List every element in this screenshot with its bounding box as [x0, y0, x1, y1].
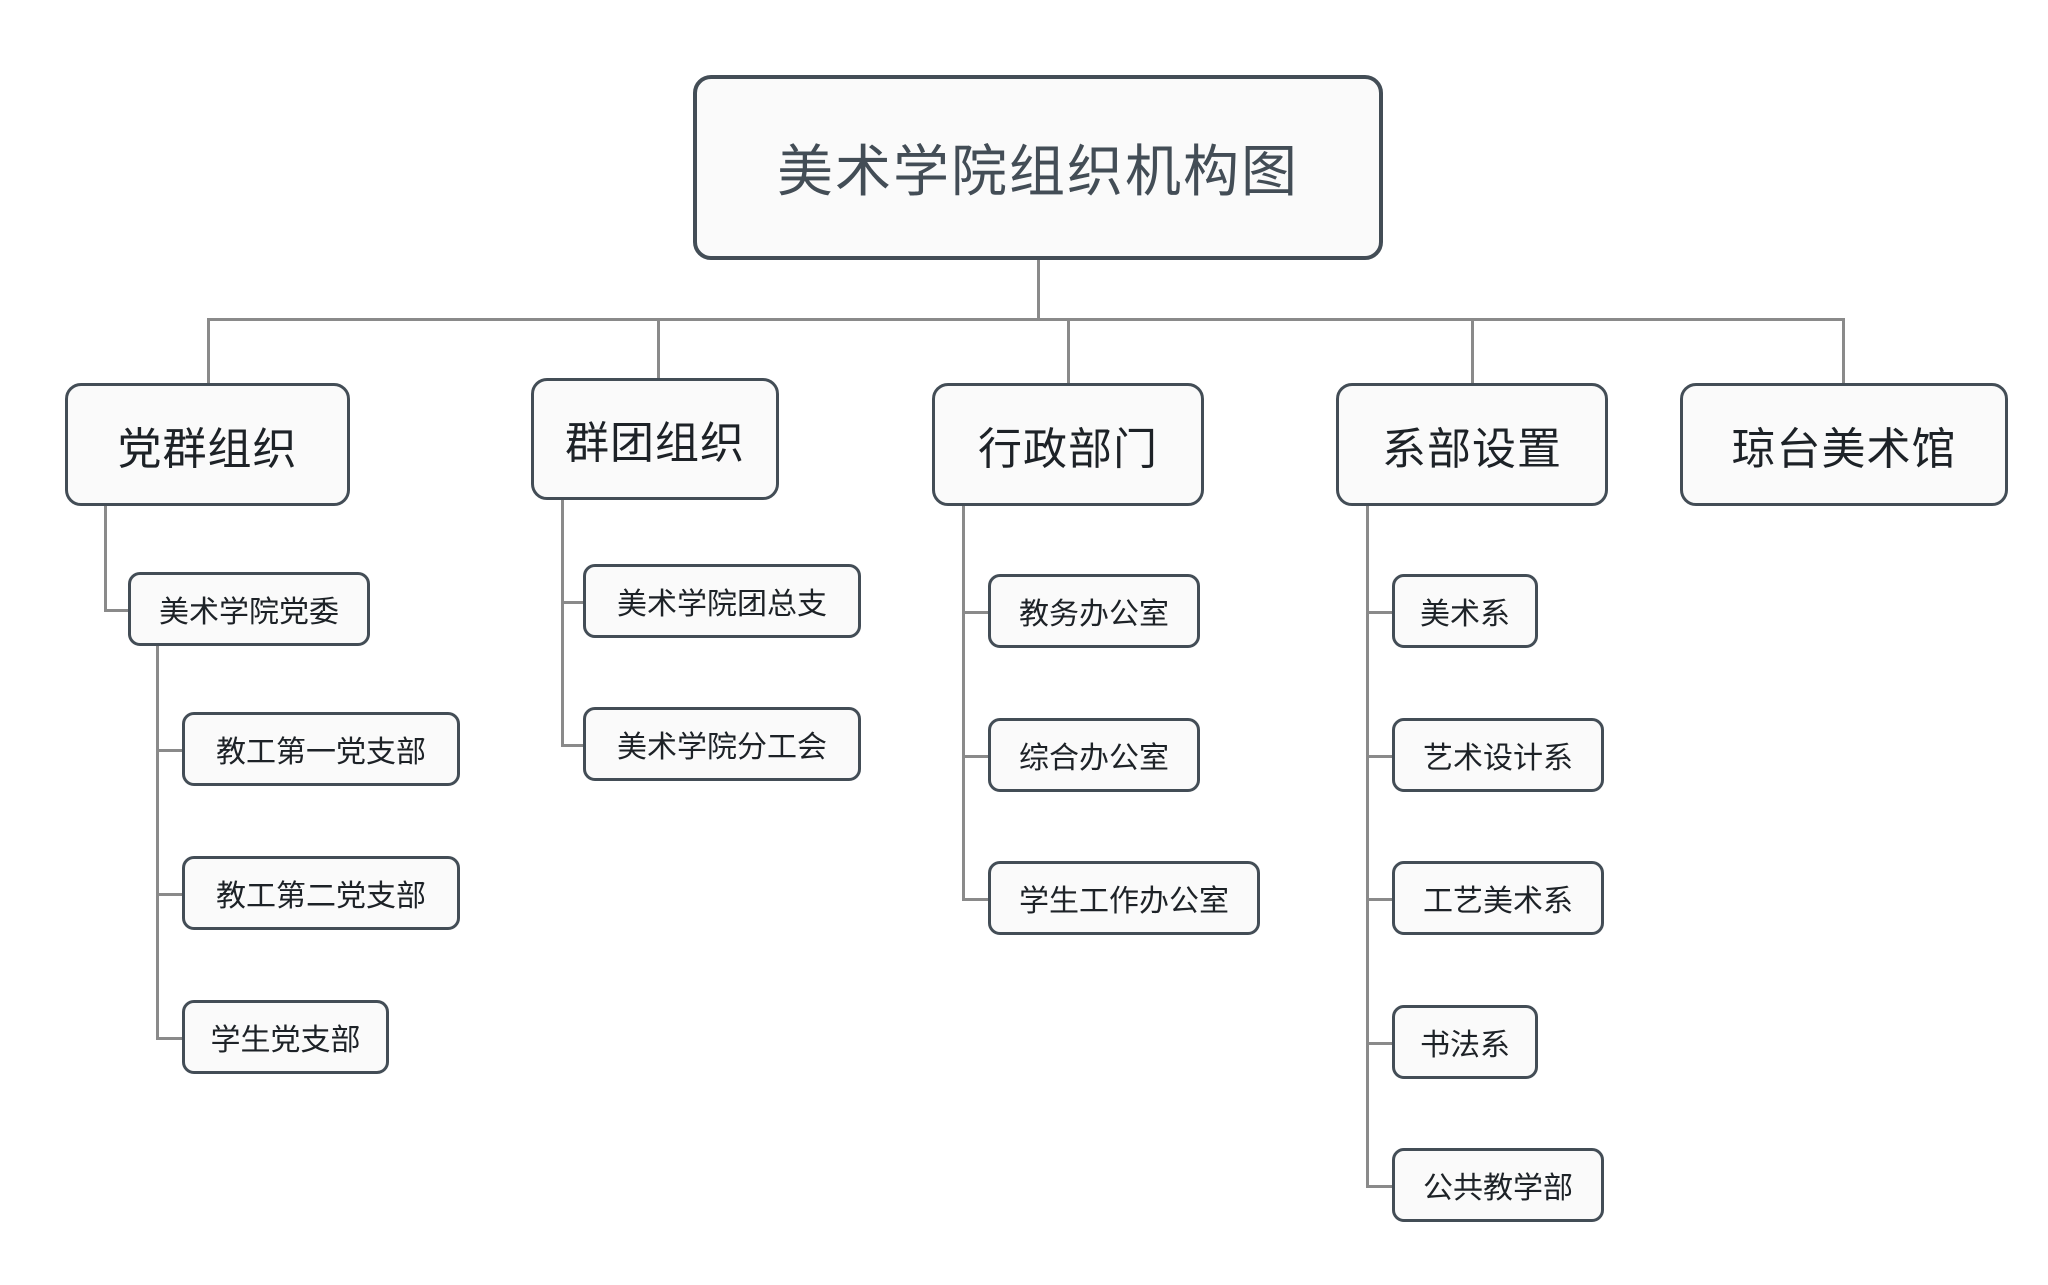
connector-b3-elbow-1	[962, 611, 990, 614]
node-branch-xibu[interactable]: 系部设置	[1336, 383, 1608, 506]
connector-b4-elbow-1	[1366, 611, 1394, 614]
connector-b1c-elbow-2	[156, 893, 184, 896]
node-meishu-xueyuan-tuanzongzhi-label: 美术学院团总支	[617, 588, 827, 621]
connector-root-bus	[207, 318, 1842, 321]
node-branch-qiongtai-museum-label: 琼台美术馆	[1731, 424, 1957, 474]
connector-b4-spine	[1366, 506, 1369, 1188]
node-meishu-xi-label: 美术系	[1420, 598, 1510, 631]
node-branch-quntuan[interactable]: 群团组织	[531, 378, 779, 500]
node-xuesheng-dangzhibu-label: 学生党支部	[210, 1024, 361, 1057]
connector-b2-elbow-2	[561, 744, 585, 747]
node-xuesheng-dangzhibu[interactable]: 学生党支部	[182, 1000, 389, 1074]
connector-b2-spine	[561, 500, 564, 745]
node-jiaogong-diyi-dangzhibu[interactable]: 教工第一党支部	[182, 712, 460, 786]
connector-b1c-elbow-1	[156, 749, 184, 752]
node-root[interactable]: 美术学院组织机构图	[693, 75, 1383, 260]
node-meishu-xueyuan-fengonghui-label: 美术学院分工会	[617, 731, 827, 764]
node-branch-quntuan-label: 群团组织	[565, 419, 745, 468]
connector-root-stem	[1037, 258, 1040, 320]
node-branch-xingzheng-label: 行政部门	[978, 424, 1158, 474]
connector-b1-spine	[104, 506, 107, 612]
node-jiaogong-dier-dangzhibu[interactable]: 教工第二党支部	[182, 856, 460, 930]
node-meishu-xi[interactable]: 美术系	[1392, 574, 1538, 648]
node-root-label: 美术学院组织机构图	[777, 140, 1299, 203]
node-branch-dangqun[interactable]: 党群组织	[65, 383, 350, 506]
node-gonggong-jiaoxue-bu[interactable]: 公共教学部	[1392, 1148, 1604, 1222]
node-zonghe-bangongshi[interactable]: 综合办公室	[988, 718, 1200, 792]
node-jiaogong-dier-dangzhibu-label: 教工第二党支部	[216, 880, 426, 913]
node-zonghe-bangongshi-label: 综合办公室	[1019, 742, 1169, 775]
connector-b3-spine	[962, 506, 965, 900]
node-branch-xibu-label: 系部设置	[1382, 424, 1562, 474]
node-xuesheng-gongzuo-bangongshi-label: 学生工作办公室	[1019, 885, 1229, 918]
node-branch-xingzheng[interactable]: 行政部门	[932, 383, 1204, 506]
connector-b4-elbow-4	[1366, 1042, 1394, 1045]
node-gonggong-jiaoxue-bu-label: 公共教学部	[1423, 1172, 1573, 1205]
node-gongyi-meishu-xi[interactable]: 工艺美术系	[1392, 861, 1604, 935]
connector-b3-elbow-3	[962, 898, 990, 901]
node-jiaogong-diyi-dangzhibu-label: 教工第一党支部	[216, 736, 426, 769]
connector-drop-5	[1842, 318, 1845, 384]
node-meishu-xueyuan-fengonghui[interactable]: 美术学院分工会	[583, 707, 861, 781]
node-xuesheng-gongzuo-bangongshi[interactable]: 学生工作办公室	[988, 861, 1260, 935]
connector-drop-1	[207, 318, 210, 384]
node-yishu-sheji-xi-label: 艺术设计系	[1423, 742, 1573, 775]
node-branch-qiongtai-museum[interactable]: 琼台美术馆	[1680, 383, 2008, 506]
node-meishu-xueyuan-dangwei[interactable]: 美术学院党委	[128, 572, 370, 646]
node-branch-dangqun-label: 党群组织	[117, 424, 298, 474]
node-meishu-xueyuan-dangwei-label: 美术学院党委	[159, 596, 339, 629]
connector-b3-elbow-2	[962, 755, 990, 758]
node-jiaowu-bangongshi[interactable]: 教务办公室	[988, 574, 1200, 648]
node-yishu-sheji-xi[interactable]: 艺术设计系	[1392, 718, 1604, 792]
connector-b1c-spine	[156, 642, 159, 1040]
connector-b4-elbow-5	[1366, 1185, 1394, 1188]
connector-b2-elbow-1	[561, 601, 585, 604]
connector-drop-4	[1471, 318, 1474, 384]
node-meishu-xueyuan-tuanzongzhi[interactable]: 美术学院团总支	[583, 564, 861, 638]
connector-b4-elbow-3	[1366, 898, 1394, 901]
node-jiaowu-bangongshi-label: 教务办公室	[1019, 598, 1169, 631]
connector-drop-3	[1067, 318, 1070, 384]
node-shufa-xi-label: 书法系	[1420, 1029, 1510, 1062]
node-gongyi-meishu-xi-label: 工艺美术系	[1423, 885, 1573, 918]
node-shufa-xi[interactable]: 书法系	[1392, 1005, 1538, 1079]
connector-b1-elbow	[104, 609, 130, 612]
connector-drop-2	[657, 318, 660, 384]
connector-b4-elbow-2	[1366, 755, 1394, 758]
connector-b1c-elbow-3	[156, 1037, 184, 1040]
